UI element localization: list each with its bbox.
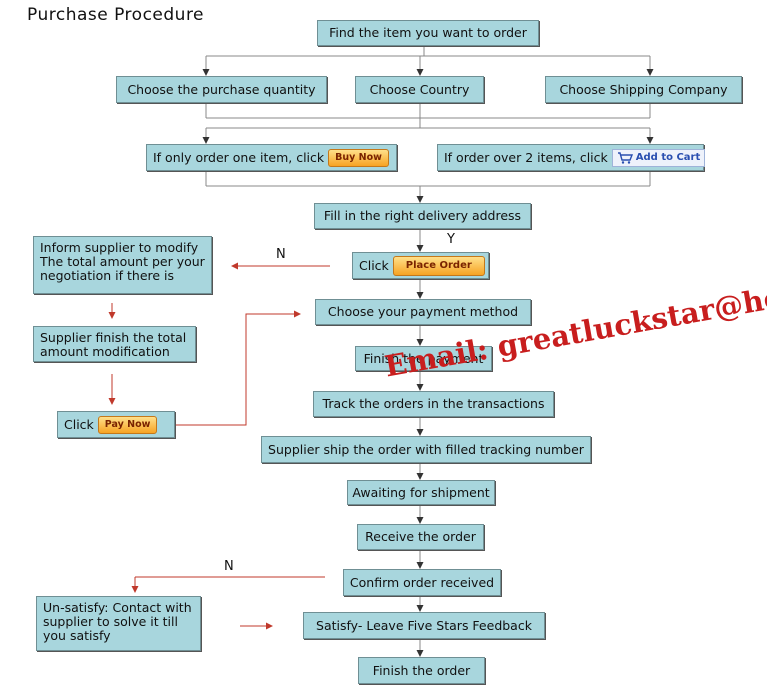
cart-icon	[617, 151, 633, 164]
step-find-item: Find the item you want to order	[317, 20, 539, 46]
label-no-1: N	[276, 247, 286, 262]
add-to-cart-button[interactable]: Add to Cart	[611, 148, 706, 167]
step-finish-order: Finish the order	[358, 657, 485, 684]
step-choose-country: Choose Country	[355, 76, 484, 103]
step-inform-supplier: Inform supplier to modify The total amou…	[33, 236, 212, 294]
step-unsatisfy: Un-satisfy: Contact with supplier to sol…	[36, 596, 201, 651]
add-to-cart-label: Add to Cart	[635, 151, 701, 163]
step-choose-quantity: Choose the purchase quantity	[116, 76, 327, 103]
click2-text: Click	[64, 416, 94, 432]
one-item-text: If only order one item, click	[153, 149, 325, 165]
over-two-text: If order over 2 items, click	[444, 149, 608, 165]
label-no-2: N	[224, 559, 234, 574]
step-over-two: If order over 2 items, click Add to Cart	[437, 144, 706, 171]
step-click-place-order: Click Place Order	[352, 252, 489, 279]
step-receive-order: Receive the order	[357, 524, 484, 550]
pay-now-button[interactable]: Pay Now	[97, 415, 158, 434]
step-confirm-received: Confirm order received	[343, 569, 501, 596]
step-fill-address: Fill in the right delivery address	[314, 203, 531, 229]
page-title: Purchase Procedure	[27, 5, 205, 25]
step-click-pay-now: Click Pay Now	[57, 411, 175, 438]
step-awaiting-shipment: Awaiting for shipment	[347, 480, 495, 505]
step-supplier-ship: Supplier ship the order with filled trac…	[261, 436, 591, 463]
step-one-item: If only order one item, click Buy Now	[146, 144, 397, 171]
step-track-orders: Track the orders in the transactions	[313, 391, 554, 417]
place-order-button[interactable]: Place Order	[392, 255, 485, 276]
step-finish-payment: Finish the payment	[355, 346, 492, 371]
click-text: Click	[359, 257, 389, 273]
buy-now-button[interactable]: Buy Now	[328, 148, 389, 167]
step-supplier-finish: Supplier finish the total amount modific…	[33, 326, 196, 362]
step-satisfy-feedback: Satisfy- Leave Five Stars Feedback	[303, 612, 545, 639]
step-choose-shipping: Choose Shipping Company	[545, 76, 742, 103]
label-yes: Y	[447, 232, 455, 247]
step-choose-payment: Choose your payment method	[315, 299, 531, 325]
